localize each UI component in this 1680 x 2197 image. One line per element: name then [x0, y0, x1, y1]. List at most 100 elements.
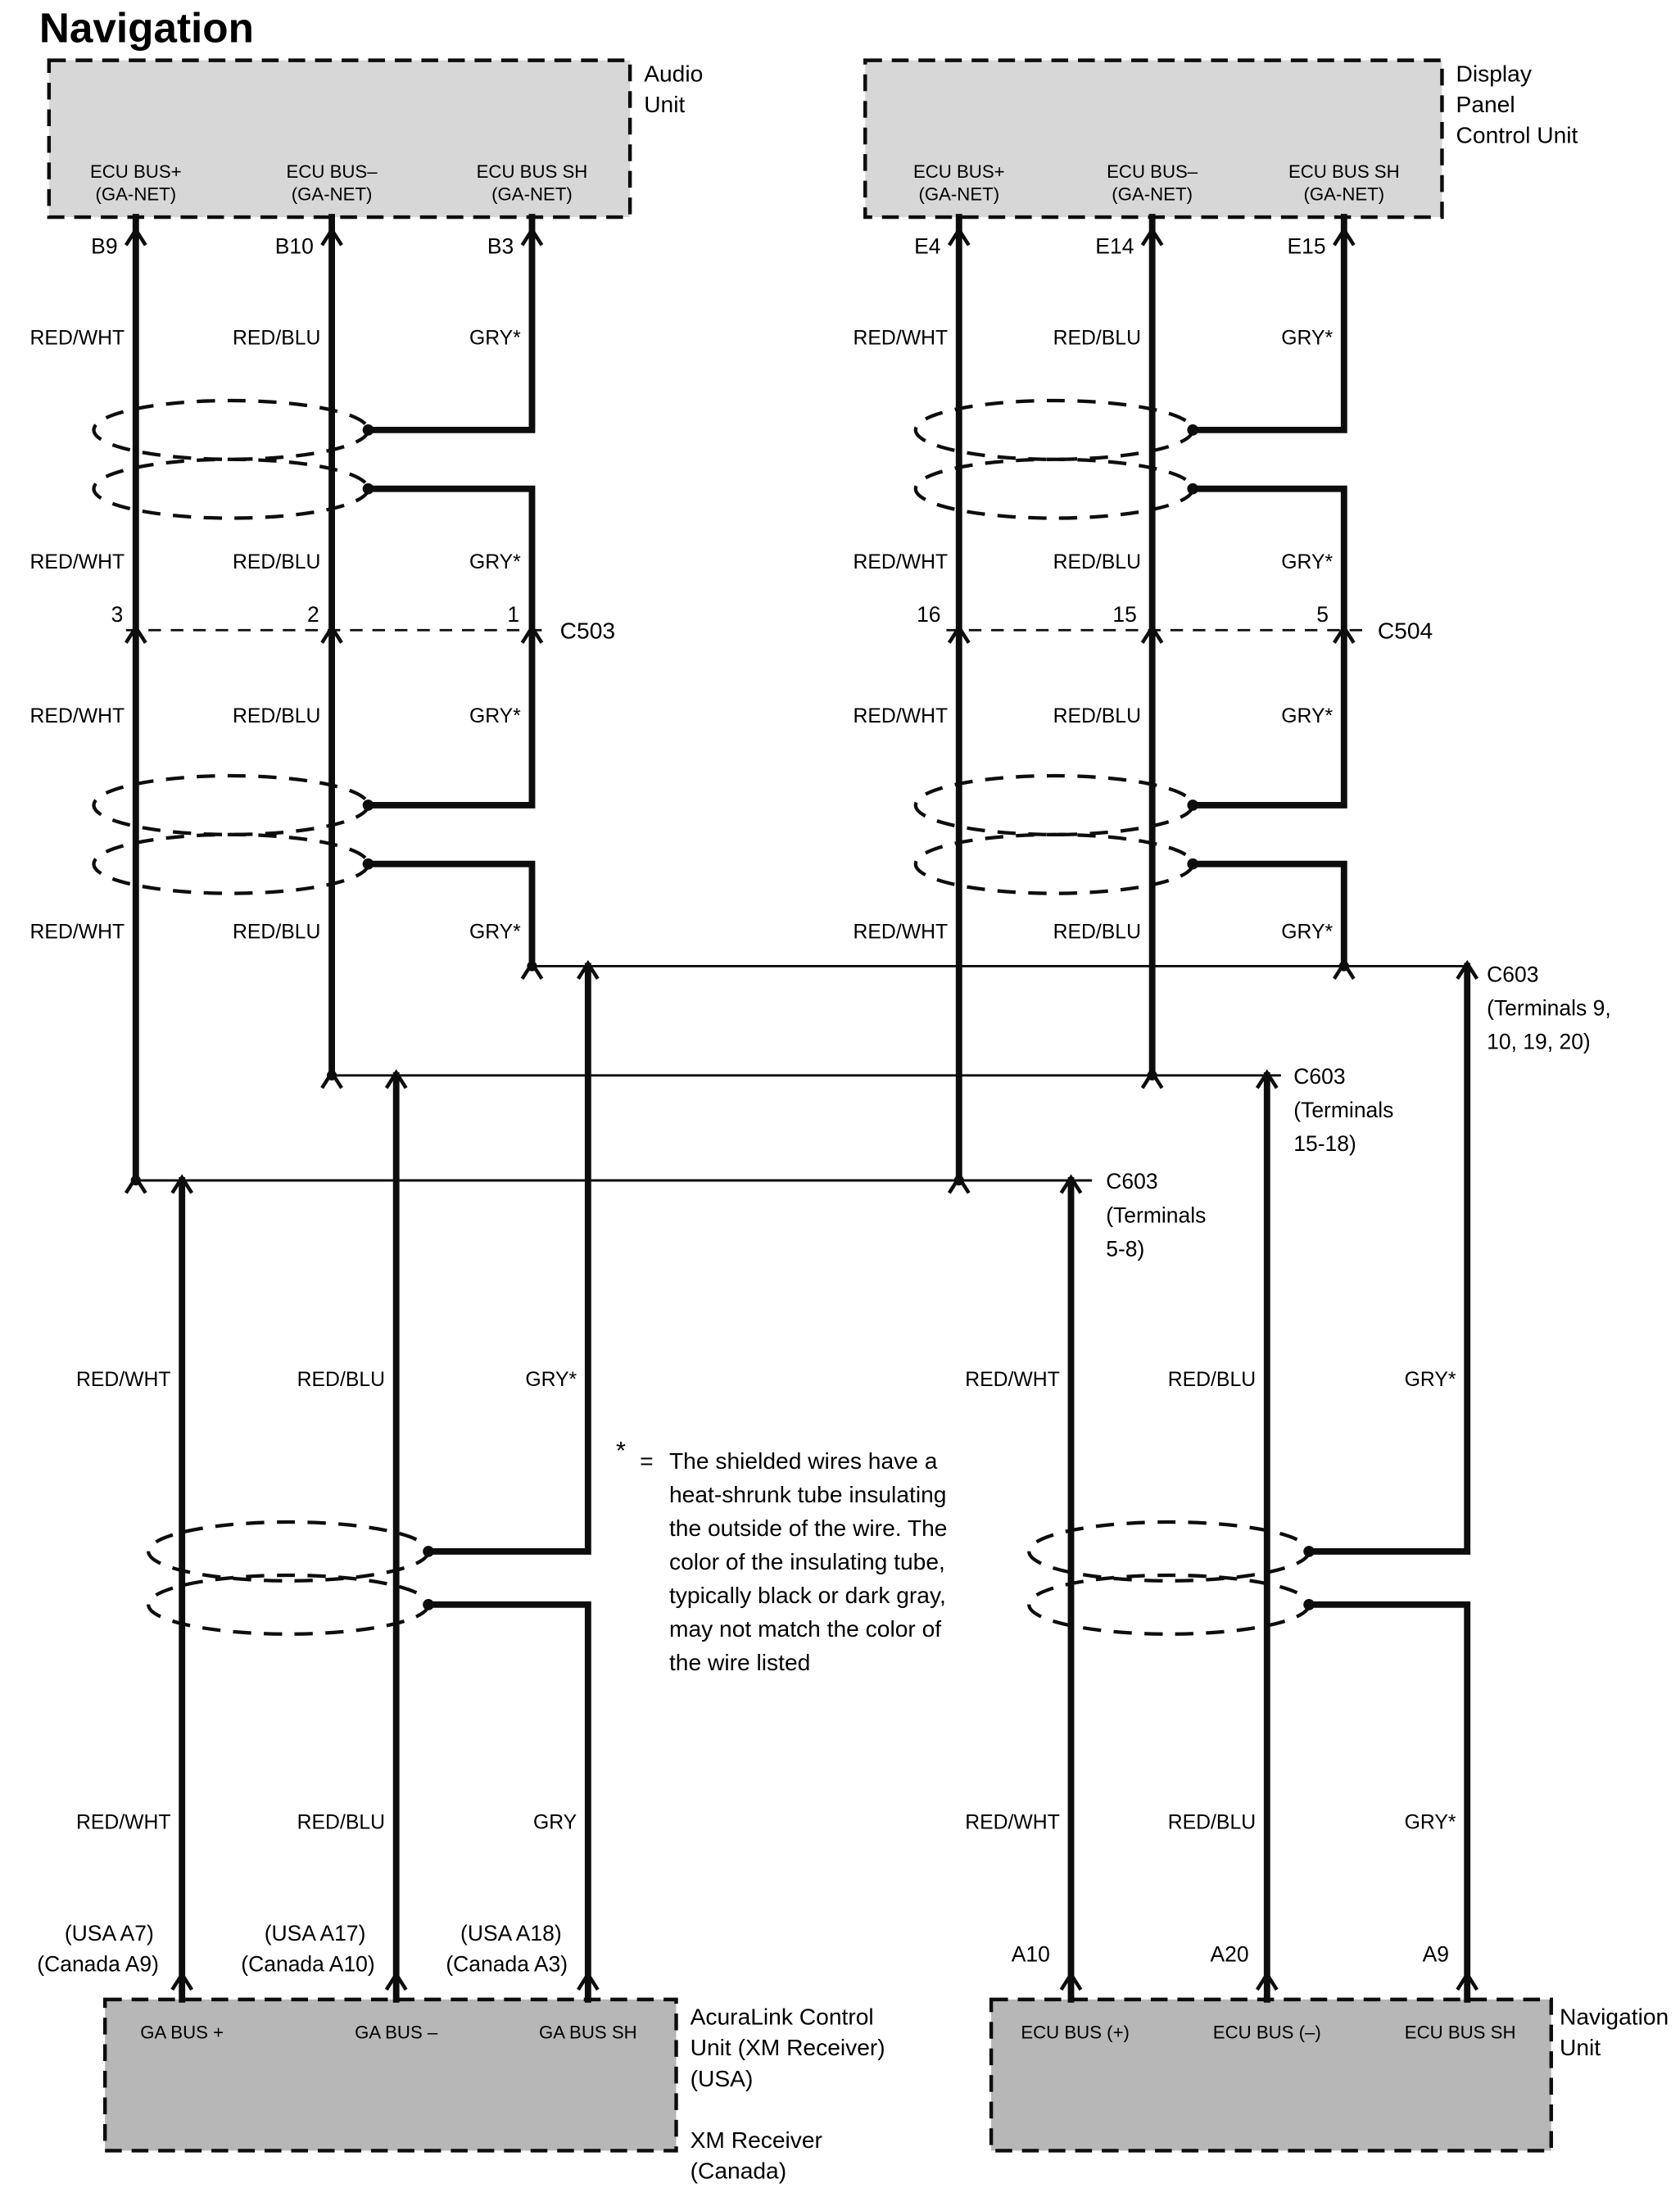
terminal-label: ECU BUS–	[287, 161, 378, 182]
wire-color-label: GRY*	[1281, 705, 1333, 727]
terminal-label: ECU BUS SH	[1405, 2023, 1516, 2043]
shield-tap-dot	[423, 1599, 434, 1610]
c504-pin-15: 15	[1112, 602, 1136, 627]
display-panel-control-unit: Display Panel Control Unit ECU BUS+ (GA-…	[863, 58, 1578, 259]
footnote-line: color of the insulating tube,	[669, 1548, 945, 1574]
footnote-line: heat-shrunk tube insulating	[669, 1481, 946, 1507]
footnote-line: The shielded wires have a	[669, 1447, 938, 1474]
terminal-label: (GA-NET)	[918, 184, 999, 205]
wire-color-label: GRY*	[469, 328, 521, 350]
pin-label-usa-a7: (USA A7)	[65, 1921, 154, 1946]
audio-unit: Audio Unit ECU BUS+ (GA-NET) ECU BUS– (G…	[47, 58, 703, 259]
pin-label-a20: A20	[1210, 1942, 1248, 1967]
c603-label-c: (Terminals	[1106, 1203, 1206, 1227]
audio-unit-label: Audio	[644, 60, 703, 86]
nav-unit-label: Navigation	[1560, 2004, 1669, 2030]
shield-tap-dot	[1303, 1599, 1315, 1610]
wire-color-label: RED/BLU	[1053, 551, 1141, 573]
wire-color-label: GRY*	[1281, 551, 1333, 573]
terminal-label: ECU BUS+	[90, 161, 182, 182]
c504-label: C504	[1378, 618, 1433, 644]
pin-label-a9: A9	[1423, 1942, 1449, 1967]
c603-labels: C603 (Terminals 9, 10, 19, 20) C603 (Ter…	[1106, 962, 1610, 1261]
c603-label-c: 5-8)	[1106, 1236, 1144, 1261]
wire-color-label: RED/WHT	[30, 551, 125, 573]
c503-label: C503	[560, 618, 615, 644]
terminal-label: (GA-NET)	[1112, 184, 1193, 205]
footnote-equals: =	[640, 1447, 653, 1474]
pin-label-b10: B10	[275, 234, 314, 259]
footnote-asterisk: *	[616, 1436, 626, 1465]
wire-color-label: RED/BLU	[1053, 328, 1141, 350]
pin-label-canada-a10: (Canada A10)	[241, 1952, 374, 1977]
terminal-label: (GA-NET)	[95, 184, 176, 205]
terminal-label: (GA-NET)	[491, 184, 573, 205]
shield-tap-dot	[362, 858, 374, 870]
wire-gry-display	[1189, 214, 1347, 970]
nav-unit-box	[989, 1997, 1553, 2153]
terminal-label: GA BUS –	[355, 2023, 438, 2043]
wire-color-label: RED/BLU	[1053, 705, 1141, 727]
wire-gry-xm	[425, 963, 591, 2003]
terminal-label: ECU BUS+	[913, 161, 1005, 182]
terminal-label: ECU BUS SH	[1288, 161, 1400, 182]
audio-unit-box	[47, 58, 632, 220]
wire-color-label: GRY*	[525, 1369, 577, 1391]
c503-labels: 3 2 1 C503 16 15 5 C504	[111, 602, 1433, 644]
shield-tap-dot	[1187, 800, 1199, 811]
wire-color-label: RED/WHT	[30, 705, 125, 727]
wire-color-label: GRY*	[1281, 328, 1333, 350]
wire-color-label: GRY*	[469, 921, 521, 943]
pin-label-e4: E4	[914, 234, 940, 259]
c603-label-a: 10, 19, 20)	[1487, 1029, 1591, 1053]
c503-pin-3: 3	[111, 602, 124, 627]
c603-label-b: C603	[1293, 1064, 1345, 1089]
pin-label-a10: A10	[1012, 1942, 1050, 1967]
wire-color-label: RED/WHT	[854, 705, 949, 727]
wire-gry-audio	[365, 214, 536, 970]
c603-label-a: (Terminals 9,	[1487, 995, 1611, 1020]
pin-label-usa-a18: (USA A18)	[460, 1921, 562, 1946]
page-title: Navigation	[39, 4, 254, 51]
footnote-line: the outside of the wire. The	[669, 1515, 948, 1541]
wire-color-label: RED/BLU	[1168, 1811, 1256, 1833]
wire-color-label: RED/WHT	[854, 551, 949, 573]
c504-pin-5: 5	[1316, 602, 1329, 627]
shield-coil-loop	[147, 1573, 431, 1636]
wire-color-label: RED/WHT	[854, 328, 949, 350]
wire-color-label: GRY*	[469, 551, 521, 573]
xm-unit-label: Unit (XM Receiver)	[691, 2034, 885, 2060]
c503-pin-1: 1	[507, 602, 519, 627]
wire-color-label: RED/WHT	[854, 921, 949, 943]
xm-unit-label: (USA)	[691, 2065, 754, 2091]
wire-color-label: RED/BLU	[233, 551, 320, 573]
wire-color-label: RED/BLU	[297, 1369, 385, 1391]
terminal-label: GA BUS +	[140, 2023, 224, 2043]
c603-label-b: (Terminals	[1293, 1098, 1393, 1122]
wire-color-label: GRY*	[469, 705, 521, 727]
wire-color-label: RED/BLU	[1168, 1369, 1256, 1391]
wires	[132, 214, 1471, 2003]
display-unit-box	[863, 58, 1444, 220]
wire-color-label: RED/BLU	[233, 921, 320, 943]
terminal-label: ECU BUS SH	[477, 161, 588, 182]
terminal-label: GA BUS SH	[539, 2023, 637, 2043]
pin-label-canada-a9: (Canada A9)	[37, 1952, 159, 1977]
audio-unit-label: Unit	[644, 91, 685, 117]
wire-color-label: RED/BLU	[297, 1811, 385, 1833]
shield-tap-dot	[1187, 424, 1199, 436]
wire-color-label: RED/WHT	[965, 1811, 1060, 1833]
shield-coil-bottom-left	[147, 1520, 431, 1636]
shield-tap-dot	[1187, 858, 1199, 870]
pin-label-canada-a3: (Canada A3)	[446, 1952, 568, 1977]
display-unit-label: Panel	[1456, 91, 1515, 117]
navigation-unit: ECU BUS (+) ECU BUS (–) ECU BUS SH Navig…	[989, 1942, 1669, 2153]
xm-unit-label: AcuraLink Control	[691, 2004, 874, 2030]
pin-label-b3: B3	[487, 234, 514, 259]
shield-tap-dot	[362, 800, 374, 811]
shield-footnote: * = The shielded wires have a heat-shrun…	[616, 1436, 947, 1675]
c603-label-a: C603	[1487, 962, 1538, 986]
footnote-line: the wire listed	[669, 1649, 810, 1675]
